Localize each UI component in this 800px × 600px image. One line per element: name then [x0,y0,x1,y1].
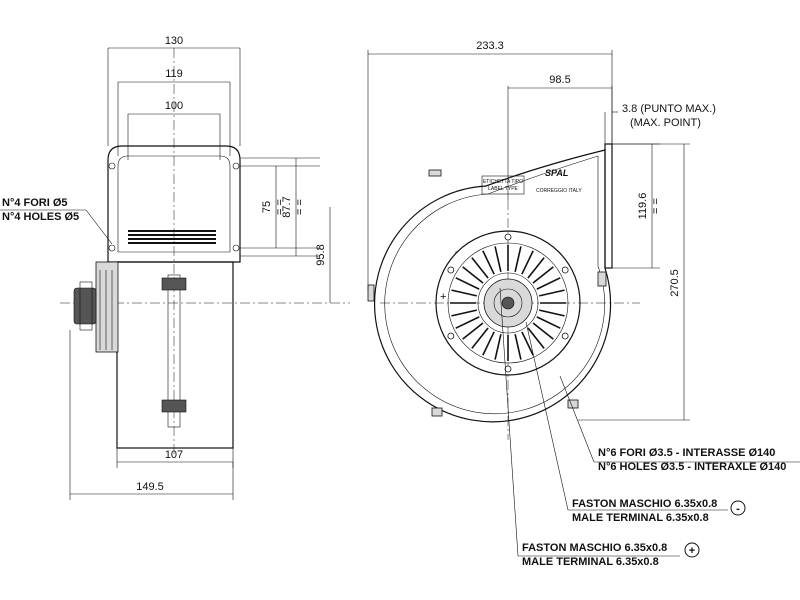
leader-faston-neg [525,321,569,511]
front-outlet-flange [604,143,613,269]
front-mount-holes [447,233,569,373]
leader-faston-pos [499,287,519,557]
cooling-fin [494,246,502,272]
dim-87-7-tol: = = [294,199,306,215]
side-grille [128,230,216,244]
side-shaft-clip-top [161,277,187,291]
note-holes6-it: N°6 FORI Ø3.5 - INTERASSE Ø140 [598,447,775,459]
dim-149-5-label: 149.5 [136,481,164,493]
front-view: ETICHETTA TIPO LABEL TYPE SPAL CORREGGIO… [367,40,800,568]
note-faston-neg-en: MALE TERMINAL 6.35x0.8 [572,512,709,524]
side-motor-cap-outline [79,281,93,331]
dim-95-8-label: 95.8 [315,244,327,265]
side-mount-hole-2 [232,162,240,170]
note-faston-pos-en: MALE TERMINAL 6.35x0.8 [522,556,659,568]
mount-hole [504,233,512,241]
mount-hole [561,332,569,340]
cooling-fin [482,331,495,356]
dim-270-5-label: 270.5 [669,269,681,297]
front-tab-top [428,169,442,177]
front-fin-ring-inner [477,272,539,334]
side-shaft-clip-bottom [161,399,187,413]
minus-symbol-text: - [736,503,740,515]
brand-logo: SPAL [545,168,568,178]
cooling-fin [471,257,489,279]
dim-233-3-label: 233.3 [476,40,504,52]
side-mount-hole-1 [108,162,116,170]
mount-hole [504,365,512,373]
minus-symbol-icon [730,500,746,516]
cooling-fin [527,257,545,279]
front-cooling-fins [450,245,566,361]
side-mount-hole-3 [108,244,116,252]
note-holes-en: N°4 HOLES Ø5 [2,211,79,223]
cooling-fin [514,334,522,360]
note-holes-it: N°4 FORI Ø5 [2,197,68,209]
label-type-en: LABEL TYPE [488,186,518,192]
cooling-fin [455,316,480,329]
front-tab-left [367,284,375,302]
side-view: 130 119 100 75 = = 87.7 = = 95.8 N°4 FOR… [0,35,350,500]
dim-max-point-label: (MAX. POINT) [630,117,701,129]
front-tab-bottom-right [567,399,579,409]
dim-87-7-label: 87.7 [281,196,293,217]
note-faston-neg-it: FASTON MASCHIO 6.35x0.8 [572,498,717,510]
side-mount-hole-4 [232,244,240,252]
cooling-fin [455,277,480,290]
cooling-fin [482,250,495,275]
front-label-box [481,175,525,195]
note-holes6-en: N°6 HOLES Ø3.5 - INTERAXLE Ø140 [598,461,786,473]
cooling-fin [527,327,545,349]
cooling-fin [532,266,554,284]
dim-107-label: 107 [165,449,183,461]
dim-119-6-tol: = = [650,198,662,214]
dim-75-label: 75 [261,201,273,213]
cooling-fin [471,327,489,349]
mount-hole [447,266,455,274]
plus-symbol-icon [684,542,700,558]
label-origin: CORREGGIO ITALY [536,188,582,194]
side-motor-cap [73,287,97,325]
cooling-fin [462,322,484,340]
cooling-fin [521,250,534,275]
cooling-fin [494,334,502,360]
dim-119-label: 119 [165,68,183,80]
front-shaft [501,296,515,310]
leader-holes-4 [85,209,113,245]
leader-holes-6 [559,375,595,463]
plus-symbol-text: + [689,545,695,557]
cooling-fin [532,322,554,340]
disc-plus-mark: + [440,291,446,303]
front-motor-disc [435,230,581,376]
dim-119-6-label: 119.6 [637,193,649,220]
dim-98-5-label: 98.5 [549,74,570,86]
cooling-fin [462,266,484,284]
cooling-fin [536,277,561,290]
front-tab-right [597,271,607,287]
dim-100-label: 100 [165,100,183,112]
front-tab-bottom-left [431,407,443,417]
cooling-fin [539,309,565,317]
cooling-fin [539,289,565,297]
front-scroll-housing [373,149,612,423]
note-faston-pos-it: FASTON MASCHIO 6.35x0.8 [522,542,667,554]
cooling-fin [451,309,477,317]
dim-130-label: 130 [165,35,183,47]
mount-hole [447,332,455,340]
side-motor-body [95,261,119,353]
side-inlet-flange [107,145,241,263]
front-hub-ring [493,288,523,318]
dim-3-8-label: 3.8 (PUNTO MAX.) [622,103,716,115]
mount-hole [561,266,569,274]
cooling-fin [451,289,477,297]
cooling-fin [514,246,522,272]
dim-75-tol: = = [274,199,286,215]
front-fin-ring-outer [447,242,569,364]
side-shaft [167,274,181,428]
disc-minus-mark: - [455,246,459,258]
label-type-it: ETICHETTA TIPO [483,179,523,185]
cooling-fin [536,316,561,329]
cooling-fin [521,331,534,356]
